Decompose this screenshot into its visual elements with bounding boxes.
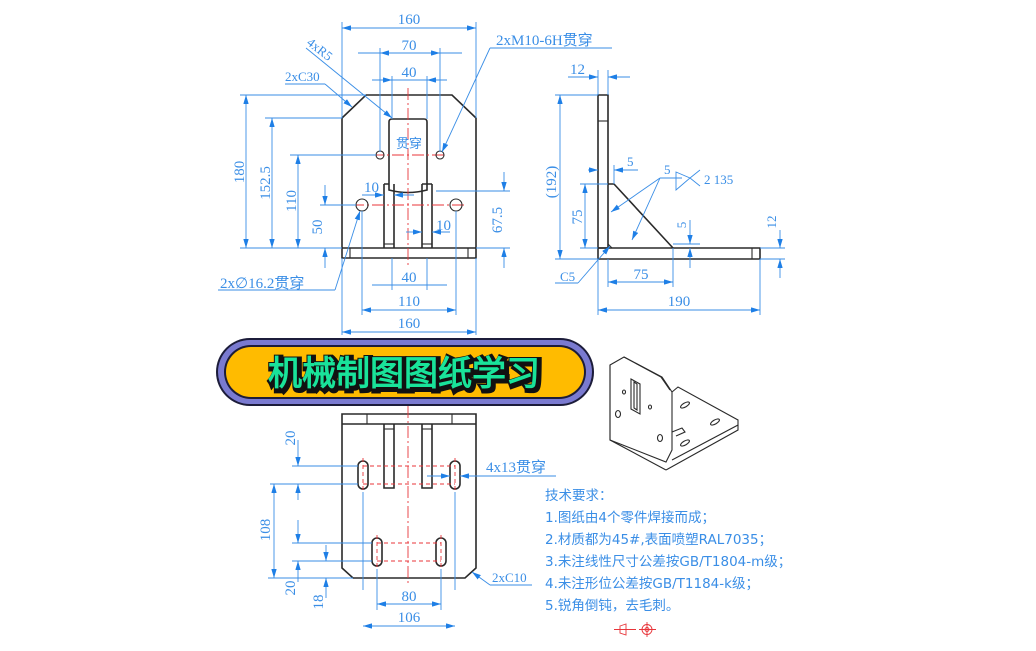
dim-152-5: 152.5 — [258, 166, 274, 200]
tech-item-3: 3.未注线性尺寸公差按GB/T1804-m级； — [545, 554, 791, 570]
dim-side-12-top: 12 — [570, 62, 585, 78]
dim-80: 80 — [402, 589, 417, 605]
dim-160-top: 160 — [398, 12, 421, 28]
dim-70: 70 — [402, 38, 417, 54]
dim-110-horizontal: 110 — [398, 294, 420, 310]
front-view: 160 70 40 4xR5 2xC30 2xM10-6H贯穿 贯穿 180 1… — [218, 12, 612, 335]
dim-rib-10-right: 10 — [436, 218, 451, 234]
dim-18: 18 — [311, 595, 327, 610]
side-view: 12 (192) 5 5 2 135 75 5 12 C5 75 190 — [544, 62, 785, 315]
dim-67-5: 67.5 — [490, 207, 506, 233]
dim-rib-10-left: 10 — [364, 180, 379, 196]
thread-callout: 2xM10-6H贯穿 — [496, 32, 593, 49]
dim-50: 50 — [310, 220, 326, 235]
top-view: 20 4x13贯穿 108 20 18 80 106 2xC10 — [258, 406, 556, 629]
isometric-view — [609, 356, 739, 471]
dim-top-20-upper: 20 — [283, 431, 299, 446]
tech-item-2: 2.材质都为45#,表面喷塑RAL7035； — [545, 532, 772, 548]
dim-weld-5: 5 — [627, 154, 634, 169]
dim-2xc10: 2xC10 — [492, 570, 527, 585]
dim-rib-offset-5: 5 — [674, 222, 689, 229]
hole-callout: 2x∅16.2贯穿 — [220, 275, 304, 292]
dim-rib-75-horizontal: 75 — [634, 267, 649, 283]
slot-through-label: 贯穿 — [396, 136, 422, 151]
tech-item-4: 4.未注形位公差按GB/T1184-k级； — [545, 576, 759, 592]
dim-c5: C5 — [560, 269, 575, 284]
slot-callout: 4x13贯穿 — [486, 459, 546, 476]
tech-item-5: 5.锐角倒钝，去毛刺。 — [545, 598, 679, 614]
dim-40-top: 40 — [402, 65, 417, 81]
tech-item-1: 1.图纸由4个零件焊接而成； — [545, 509, 715, 526]
dim-2xc30: 2xC30 — [285, 69, 320, 84]
tech-heading: 技术要求： — [545, 488, 613, 504]
dim-180: 180 — [232, 161, 248, 184]
banner-title: 机械制图图纸学习 — [268, 354, 540, 394]
dim-rib-75-vertical: 75 — [570, 210, 586, 225]
dim-110-vertical: 110 — [284, 190, 300, 212]
dim-192: (192) — [544, 166, 560, 199]
dim-40-bottom: 40 — [402, 270, 417, 286]
dim-top-20-lower: 20 — [283, 581, 299, 596]
title-banner: 机械制图图纸学习 机械制图图纸学习 — [216, 338, 594, 406]
banner-title-shadow: 机械制图图纸学习 — [270, 356, 542, 396]
technical-requirements: 技术要求： 1.图纸由4个零件焊接而成； 2.材质都为45#,表面喷塑RAL70… — [545, 488, 791, 614]
weld-size: 5 — [664, 162, 671, 177]
weld-spec: 2 135 — [704, 172, 733, 187]
dim-160-bottom: 160 — [398, 316, 421, 332]
dim-106: 106 — [398, 610, 421, 626]
dim-108: 108 — [258, 519, 274, 542]
dim-190: 190 — [668, 294, 691, 310]
projection-symbol-icon — [614, 622, 656, 637]
dim-base-12: 12 — [764, 216, 779, 229]
